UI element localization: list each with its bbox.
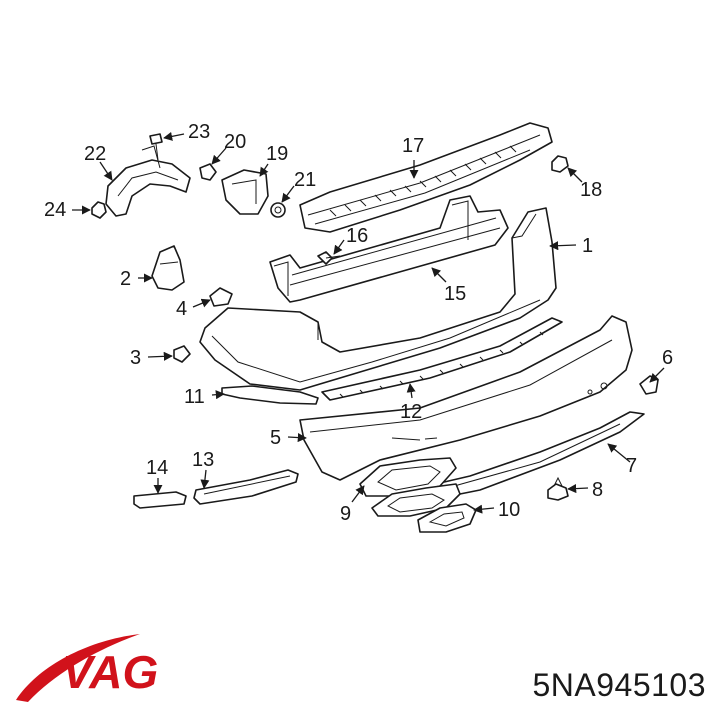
leader-12 bbox=[406, 383, 416, 399]
leader-8 bbox=[567, 484, 589, 494]
callout-17: 17 bbox=[402, 135, 424, 157]
leader-21 bbox=[281, 185, 295, 203]
leader-7 bbox=[607, 443, 631, 463]
callout-19: 19 bbox=[266, 143, 288, 165]
part-11-reflector-strip bbox=[221, 385, 319, 405]
leader-lines bbox=[72, 131, 665, 514]
callout-23: 23 bbox=[188, 121, 210, 143]
callout-15: 15 bbox=[444, 283, 466, 305]
callout-2: 2 bbox=[120, 268, 131, 290]
leader-4 bbox=[192, 298, 211, 308]
leader-16 bbox=[333, 239, 345, 255]
callout-6: 6 bbox=[662, 347, 673, 369]
leader-19 bbox=[259, 163, 269, 177]
callout-24: 24 bbox=[44, 199, 66, 221]
callout-4: 4 bbox=[176, 298, 187, 320]
leader-20 bbox=[211, 147, 227, 165]
part-13-reflector bbox=[193, 469, 299, 505]
callout-13: 13 bbox=[192, 449, 214, 471]
part-1-bumper-cover bbox=[199, 207, 557, 391]
callout-7: 7 bbox=[626, 455, 637, 477]
part-19-guide-bracket bbox=[221, 169, 269, 215]
part-2-cap bbox=[151, 245, 185, 291]
part-9-tailpipe-trim bbox=[359, 457, 461, 517]
part-23-screw bbox=[149, 133, 163, 161]
callout-5: 5 bbox=[270, 427, 281, 449]
leader-9 bbox=[351, 485, 365, 503]
part-number: 5NA945103 bbox=[532, 667, 706, 703]
leader-10 bbox=[473, 504, 495, 514]
callout-18: 18 bbox=[580, 179, 602, 201]
callout-8: 8 bbox=[592, 479, 603, 501]
callout-11: 11 bbox=[184, 386, 205, 408]
callout-labels: 1 2 3 4 5 6 7 8 9 10 11 12 13 14 15 16 1… bbox=[44, 121, 673, 525]
part-3-screw bbox=[173, 345, 191, 363]
callout-9: 9 bbox=[340, 503, 351, 525]
leader-6 bbox=[649, 367, 665, 383]
part-17-reinforcement-upper bbox=[299, 122, 553, 233]
leader-3 bbox=[147, 351, 173, 361]
logo-text: VAG bbox=[62, 646, 158, 698]
leader-13 bbox=[200, 469, 210, 489]
part-8-clip bbox=[547, 476, 569, 501]
callout-21: 21 bbox=[294, 169, 316, 191]
leader-1 bbox=[549, 241, 577, 251]
part-5-lower-bumper bbox=[299, 315, 633, 481]
callout-22: 22 bbox=[84, 143, 106, 165]
part-22-bracket bbox=[105, 145, 191, 217]
leader-23 bbox=[163, 131, 185, 141]
leader-11 bbox=[211, 390, 225, 400]
part-21-nut bbox=[270, 202, 286, 218]
part-14-reflector bbox=[133, 491, 187, 509]
callout-1: 1 bbox=[582, 235, 593, 257]
leader-22 bbox=[99, 161, 113, 181]
callout-12: 12 bbox=[400, 401, 422, 423]
logo-swoosh-icon bbox=[16, 634, 140, 702]
part-10-tailpipe-trim bbox=[417, 503, 477, 533]
part-4-clip bbox=[209, 287, 233, 307]
callout-10: 10 bbox=[498, 499, 520, 521]
part-16-screw bbox=[317, 251, 341, 265]
callout-20: 20 bbox=[224, 131, 246, 153]
callout-16: 16 bbox=[346, 225, 368, 247]
leader-5 bbox=[287, 433, 307, 443]
part-18-nut bbox=[551, 155, 569, 173]
vag-logo: VAG bbox=[16, 634, 158, 702]
leader-15 bbox=[431, 267, 447, 283]
callout-3: 3 bbox=[130, 347, 141, 369]
leader-18 bbox=[567, 167, 583, 183]
part-20-clip bbox=[199, 163, 217, 181]
part-6-clip bbox=[639, 375, 659, 395]
part-12-lower-strip bbox=[321, 317, 563, 401]
part-24-nut bbox=[91, 201, 107, 219]
callout-14: 14 bbox=[146, 457, 168, 479]
